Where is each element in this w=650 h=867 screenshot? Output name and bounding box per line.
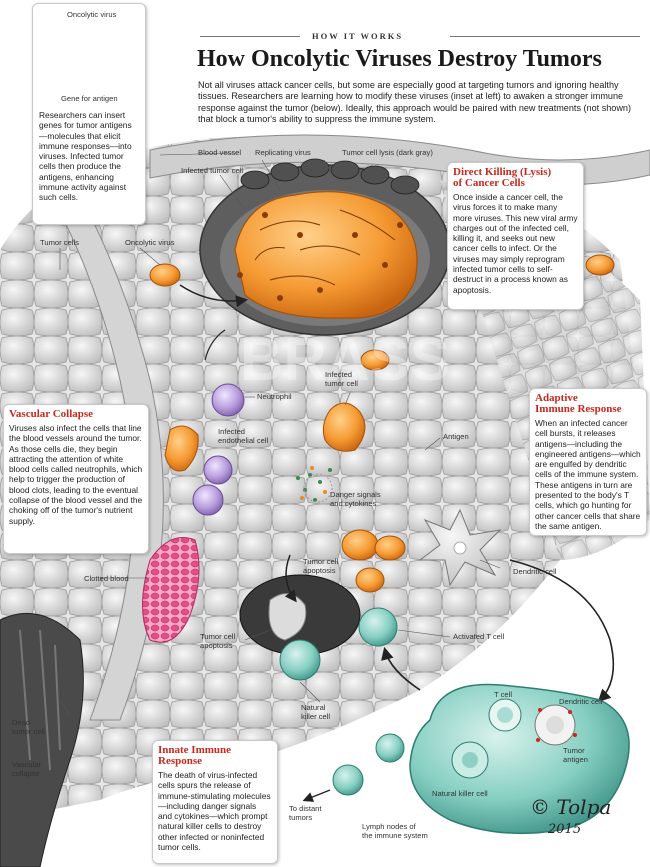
migrating-cells [332,733,405,796]
lymph-nk-cell [451,741,489,779]
label-neutrophil: Neutrophil [257,392,292,401]
signature-year: 2015 [548,822,582,837]
neutrophils [192,383,245,516]
free-virus-1 [149,263,181,287]
label-oncolytic-virus: Oncolytic virus [125,238,175,247]
direct-killing-title: Direct Killing (Lysis)of Cancer Cells [453,166,552,189]
clotted-blood [142,537,200,643]
label-tumor-cell-lysis: Tumor cell lysis (dark gray) [342,148,433,157]
label-clotted-blood: Clotted blood [84,574,129,583]
infected-tumor-cell-mid [322,402,366,452]
page-title: How Oncolytic Viruses Destroy Tumors [197,46,602,72]
label-dendritic-cell: Dendritic cell [513,567,557,576]
activated-t-cell [358,607,398,647]
inset-gene-label: Gene for antigen [61,94,118,103]
label-antigen: Antigen [443,432,469,441]
leader-lines [59,152,501,716]
label-activated-t-cell: Activated T cell [453,632,505,641]
inset-text: Researchers can insert genes for tumor a… [39,110,132,203]
arrow-to-lymph [509,559,615,703]
apoptosis-cluster [341,529,406,593]
label-infected-tumor-cell-top: Infected tumor cell [181,166,244,175]
eyebrow: HOW IT WORKS [312,31,404,41]
free-virus-3 [585,254,615,276]
adaptive-response-text: When an infected cancer cell bursts, it … [535,418,641,531]
lymph-t-cell [488,698,522,732]
inset-box: Oncolytic virus Gene for antigen Researc… [32,3,146,225]
label-dendritic-cell-lymph: Dendritic cell [559,697,603,706]
lymph-dendritic [534,704,577,746]
blood-vessel-left [39,159,164,721]
watermark: BRASS [240,326,450,393]
direct-killing-box: Direct Killing (Lysis)of Cancer Cells On… [447,162,584,310]
artist-signature: © Tolpa [530,795,612,819]
inset-virus-label: Oncolytic virus [67,10,117,19]
intro-text: Not all viruses attack cancer cells, but… [198,80,632,125]
nk-cell-attack [279,639,321,681]
innate-response-text: The death of virus-infected cells spurs … [158,770,271,853]
label-replicating-virus: Replicating virus [255,148,311,157]
direct-killing-text: Once inside a cancer cell, the virus for… [453,192,578,295]
label-t-cell-lymph: T cell [494,690,513,699]
arrow-lymph-to-tumor [381,646,421,691]
free-virus-2 [360,349,390,371]
infected-cell-cluster [234,191,418,319]
infected-endothelial [164,425,199,472]
label-natural-killer-lymph: Natural killer cell [432,789,488,798]
label-blood-vessel: Blood vessel [198,148,242,157]
vascular-collapse-title: Vascular Collapse [9,408,94,420]
vascular-collapse-box: Vascular Collapse Viruses also infect th… [3,404,149,554]
vascular-collapse-text: Viruses also infect the cells that line … [9,423,143,526]
label-tumor-cells: Tumor cells [40,238,79,247]
collapsed-vessel [0,612,84,867]
